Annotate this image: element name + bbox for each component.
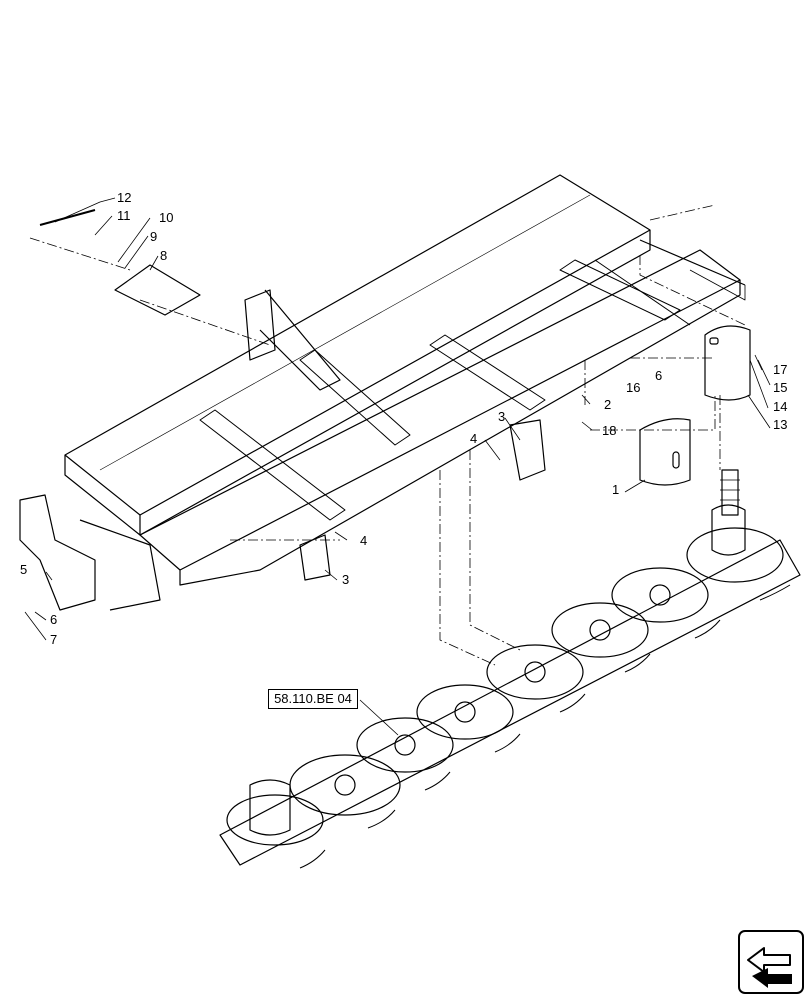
- callout-5: 5: [20, 562, 28, 577]
- callout-9: 9: [150, 229, 158, 244]
- callout-4-lower: 4: [360, 533, 368, 548]
- drive-shaft: [720, 469, 740, 516]
- callout-2: 2: [604, 397, 612, 412]
- callout-18: 18: [602, 423, 617, 438]
- callout-7: 7: [50, 632, 58, 647]
- right-drum: [711, 504, 746, 556]
- callout-14: 14: [773, 399, 788, 414]
- bracket-part-3-upper: [509, 419, 546, 481]
- section-reference-link[interactable]: 58.110.BE 04: [268, 689, 358, 709]
- bolt-part-12: [39, 209, 96, 226]
- callout-16: 16: [626, 380, 641, 395]
- rotation-arrows: [299, 584, 791, 869]
- callout-1: 1: [612, 482, 620, 497]
- callout-6-left: 6: [50, 612, 58, 627]
- main-frame: [64, 174, 651, 516]
- callout-6-right: 6: [655, 368, 663, 383]
- cover-part-13: [704, 325, 751, 401]
- callout-4-upper: 4: [470, 431, 478, 446]
- callout-11: 11: [117, 208, 131, 223]
- callout-3-upper: 3: [498, 409, 506, 424]
- main-frame-side: [64, 455, 141, 536]
- callout-13: 13: [773, 417, 788, 432]
- assembly-lines: [29, 204, 746, 666]
- cutterbar: [219, 504, 801, 866]
- callout-15: 15: [773, 380, 788, 395]
- navigation-arrow-icon[interactable]: [738, 930, 804, 994]
- callout-17: 17: [773, 362, 788, 377]
- bracket-part-3-lower: [299, 534, 331, 581]
- callout-3-lower: 3: [342, 572, 350, 587]
- shield-part-8: [114, 264, 201, 316]
- left-end-bracket: [19, 494, 96, 611]
- cross-members: [199, 259, 691, 521]
- callout-8: 8: [160, 248, 168, 263]
- cover-part-1: [639, 418, 691, 486]
- leader-lines: [24, 197, 771, 736]
- left-drum: [249, 779, 291, 836]
- callout-12: 12: [117, 190, 132, 205]
- upper-bracket: [244, 289, 276, 361]
- callout-10: 10: [159, 210, 174, 225]
